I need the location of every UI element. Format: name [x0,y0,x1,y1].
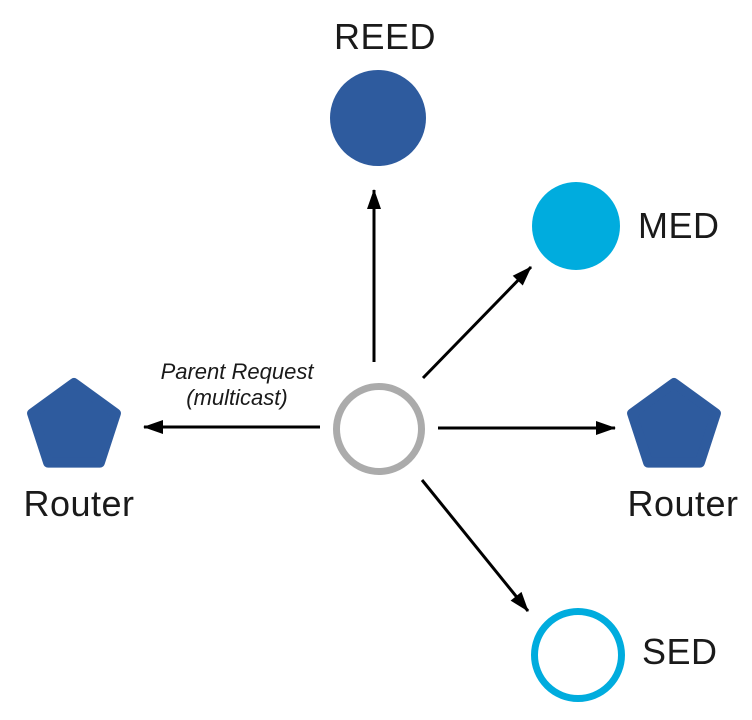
med-label: MED [638,205,720,246]
sed-label: SED [642,631,718,672]
med-node [532,182,620,270]
parent-request-annotation-line1: Parent Request [160,359,314,384]
router-right-label: Router [627,483,739,524]
arrow-to-med [421,265,533,380]
router-right-node [627,378,721,468]
center-child-node [333,383,425,475]
arrow-to-sed [420,479,530,612]
router-left-label: Router [23,483,135,524]
reed-node [330,70,426,166]
reed-label: REED [333,16,437,57]
sed-node [531,608,625,702]
multicast-arrows [143,189,616,612]
parent-request-annotation-line2: (multicast) [186,385,288,410]
parent-request-annotation: Parent Request (multicast) [161,359,314,411]
router-left-node [27,378,121,468]
